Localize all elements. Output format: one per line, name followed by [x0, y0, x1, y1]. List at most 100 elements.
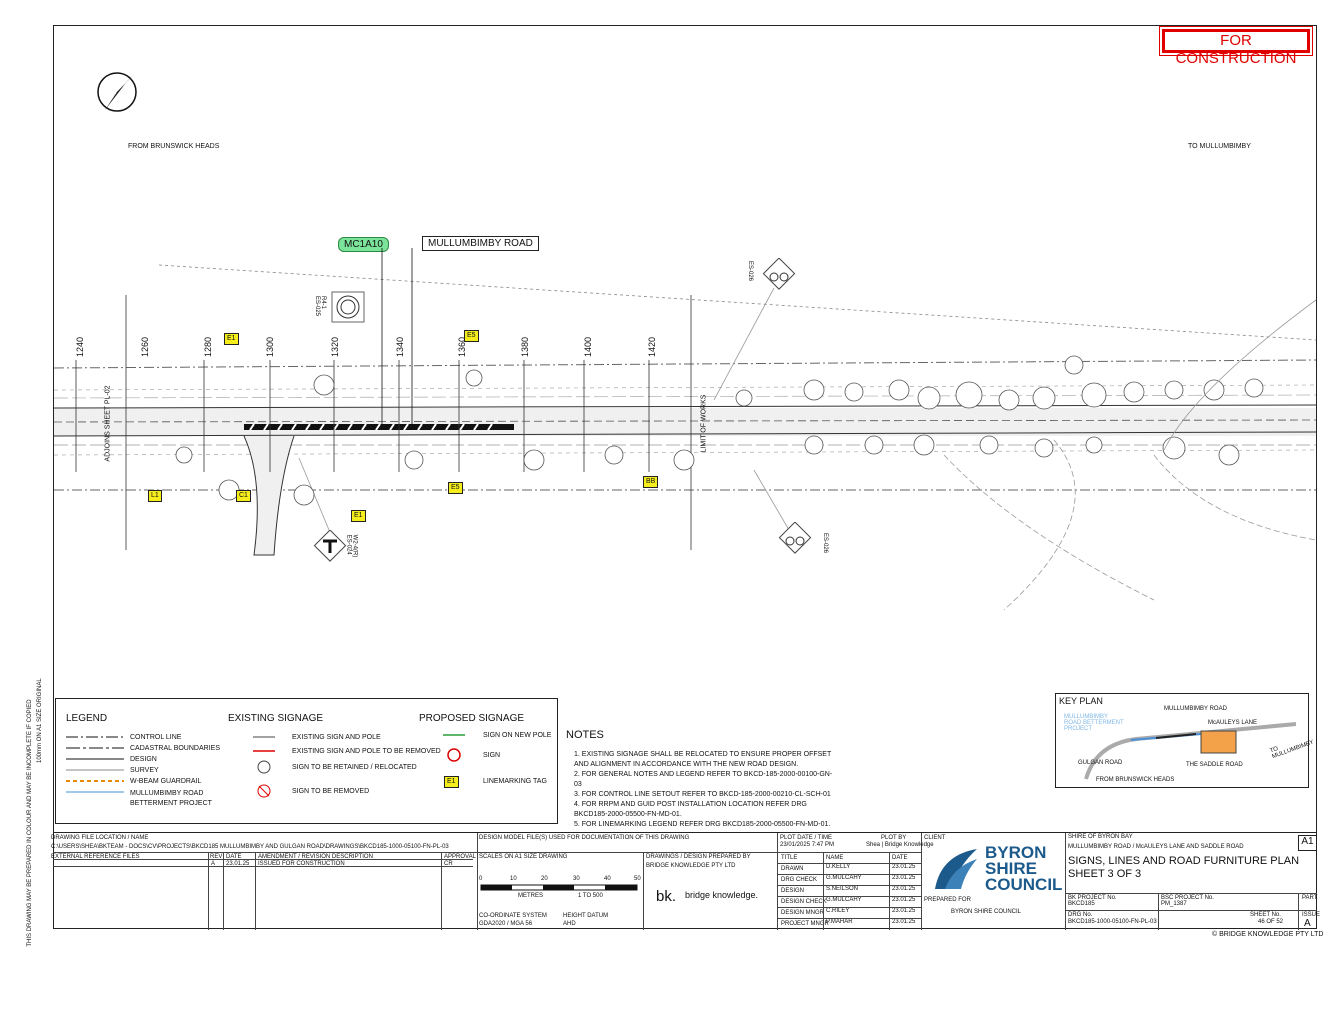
chainage-1280: 1280 — [203, 336, 214, 358]
bk-logo: bk. — [656, 888, 677, 905]
note-item: 2. FOR GENERAL NOTES AND LEGEND REFER TO… — [574, 771, 833, 788]
height-value: AHD — [563, 921, 576, 927]
issue-value: A — [1304, 918, 1311, 929]
people-date: 23.01.25 — [892, 919, 916, 925]
bsc-label: BSC PROJECT No. — [1161, 895, 1214, 901]
for-construction-stamp: FOR CONSTRUCTION — [1159, 26, 1313, 67]
chainage-1420: 1420 — [647, 336, 658, 358]
people-date: 23.01.25 — [892, 875, 916, 881]
people-role: DESIGN MNGR — [781, 910, 825, 916]
scales-label: SCALES ON A1 SIZE DRAWING — [479, 854, 568, 860]
people-role: DESIGN CHECK — [781, 899, 827, 905]
scale-tick-50: 50 — [634, 876, 641, 882]
junction-sign-icon — [313, 530, 347, 562]
date-hdr: DATE — [226, 854, 242, 860]
ext-ref-label: EXTERNAL REFERENCE FILES — [51, 854, 140, 860]
sheet-of: SHEET 3 OF 3 — [1068, 868, 1142, 880]
drawing-frame — [53, 25, 1317, 929]
legend-line-samples — [66, 736, 124, 793]
rev-value: A — [211, 861, 216, 867]
tag-e1: E1 — [224, 333, 239, 345]
chainage-1380: 1380 — [520, 336, 531, 358]
scale-units: METRES — [518, 893, 544, 899]
adjoins-sheet-label: ADJOINS SHEET PL-02 — [104, 385, 112, 462]
chainage-1400: 1400 — [583, 336, 594, 358]
bicycle-sign-icon-2 — [778, 522, 812, 554]
bk-proj-label: BK PROJECT No. — [1068, 895, 1117, 901]
model-label: DESIGN MODEL FILE(S) USED FOR DOCUMENTAT… — [479, 835, 690, 841]
existing-sign-icon — [331, 291, 365, 323]
scale-tick-20: 20 — [541, 876, 548, 882]
scale-tick-10: 10 — [510, 876, 517, 882]
legend-sign-removed: SIGN TO BE REMOVED — [292, 788, 370, 795]
people-name: G.MULCAHY — [826, 897, 862, 903]
scale-tick-0: 0 — [479, 876, 483, 882]
note-item: 1. EXISTING SIGNAGE SHALL BE RELOCATED T… — [574, 751, 832, 768]
coord-label: CO-ORDINATE SYSTEM — [479, 913, 547, 919]
file-path: C:\USERS\SHEA\BKTEAM - DOCS\CV\PROJECTS\… — [51, 844, 449, 850]
keyplan-title: KEY PLAN — [1059, 696, 1103, 706]
tag-e1-b: E1 — [351, 510, 366, 522]
tag-c1: C1 — [236, 490, 251, 502]
copyright: © BRIDGE KNOWLEDGE PTY LTD — [1212, 931, 1324, 938]
tag-l1: L1 — [148, 490, 162, 502]
rev-hdr: REV — [210, 854, 223, 860]
people-date: 23.01.25 — [892, 908, 916, 914]
prepared-value: BRIDGE KNOWLEDGE PTY LTD — [646, 863, 736, 869]
legend-title: LEGEND — [66, 713, 108, 724]
side-scale-note: 100mm ON A1 SIZE ORIGINAL — [37, 678, 43, 763]
notes-panel: NOTES 1. EXISTING SIGNAGE SHALL BE RELOC… — [566, 730, 836, 830]
council-logo-icon — [935, 849, 977, 889]
legend-linemarking-tag: LINEMARKING TAG — [483, 778, 547, 785]
prepared-for-label: PREPARED FOR — [924, 897, 971, 903]
side-note: THIS DRAWING MAY BE PREPARED IN COLOUR A… — [27, 699, 33, 947]
people-name: D.KELLY — [826, 864, 851, 870]
keyplan-map — [1084, 722, 1297, 780]
rev-desc: ISSUED FOR CONSTRUCTION — [258, 861, 345, 867]
keyplan-label-road: MULLUMBIMBY ROAD — [1164, 706, 1227, 712]
keyplan-label-betterment: MULLUMBIMBY ROAD BETTERMENT PROJECT — [1064, 714, 1124, 732]
people-role: DRAWN — [781, 866, 804, 872]
prepared-label: DRAWINGS / DESIGN PREPARED BY — [646, 854, 751, 860]
people-name: C.RILEY — [826, 908, 850, 914]
note-item: 4. FOR RRPM AND GUID POST INSTALLATION L… — [574, 801, 807, 818]
file-label: DRAWING FILE LOCATION / NAME — [51, 835, 149, 841]
roads-name: MULLUMBIMBY ROAD / McAULEYS LANE AND SAD… — [1068, 844, 1244, 850]
note-item: 5. FOR LINEMARKING LEGEND REFER DRG BKCD… — [574, 821, 831, 828]
bicycle-sign-icon — [762, 258, 796, 290]
proposed-sign-samples — [443, 734, 465, 762]
legend-sign-retained: SIGN TO BE RETAINED / RELOCATED — [292, 764, 417, 771]
drg-value: BKCD185-1000-05100-FN-PL-03 — [1068, 919, 1157, 925]
legend-design: DESIGN — [130, 756, 157, 763]
plot-value: 23/01/2025 7:47 PM — [780, 842, 835, 848]
issue-label: ISSUE — [1302, 912, 1321, 918]
keyplan-label-mcauleys: McAULEYS LANE — [1208, 720, 1258, 726]
sheet-label: SHEET No. — [1250, 912, 1281, 918]
notes-title: NOTES — [566, 729, 604, 741]
drg-label: DRG No. — [1068, 912, 1093, 918]
legend-panel: LEGEND CONTROL LINE CADASTRAL BOUNDARIES… — [55, 698, 558, 824]
sign-label-es025: R4-1 ES-025 — [314, 295, 327, 317]
council-line-2: SHIRE — [985, 859, 1037, 878]
legend-survey: SURVEY — [130, 767, 159, 774]
sign-label-es024: W2-4(R) ES-024 — [345, 534, 358, 558]
tag-e5: E5 — [464, 330, 479, 342]
bsc-value: PM_1387 — [1161, 901, 1187, 907]
from-direction: FROM BRUNSWICK HEADS — [128, 143, 220, 150]
height-label: HEIGHT DATUM — [563, 913, 609, 919]
chainage-1240: 1240 — [75, 336, 86, 358]
shire-name: SHIRE OF BYRON BAY — [1068, 834, 1133, 840]
rev-date: 23.01.25 — [226, 861, 250, 867]
proposed-signage-title: PROPOSED SIGNAGE — [419, 713, 525, 724]
to-direction: TO MULLUMBIMBY — [1188, 143, 1251, 150]
existing-signage-title: EXISTING SIGNAGE — [228, 713, 324, 724]
road-plan — [54, 264, 1316, 611]
road-name-callout: MULLUMBIMBY ROAD — [422, 236, 539, 251]
people-date: 23.01.25 — [892, 886, 916, 892]
keyplan-label-saddle: THE SADDLE ROAD — [1186, 762, 1243, 768]
people-name: S.NEILSON — [826, 886, 859, 892]
tag-e5-b: E5 — [448, 482, 463, 494]
legend-control-line: CONTROL LINE — [130, 734, 182, 741]
legend-sign-new-pole: SIGN ON NEW POLE — [483, 732, 552, 739]
scale-tick-40: 40 — [604, 876, 611, 882]
